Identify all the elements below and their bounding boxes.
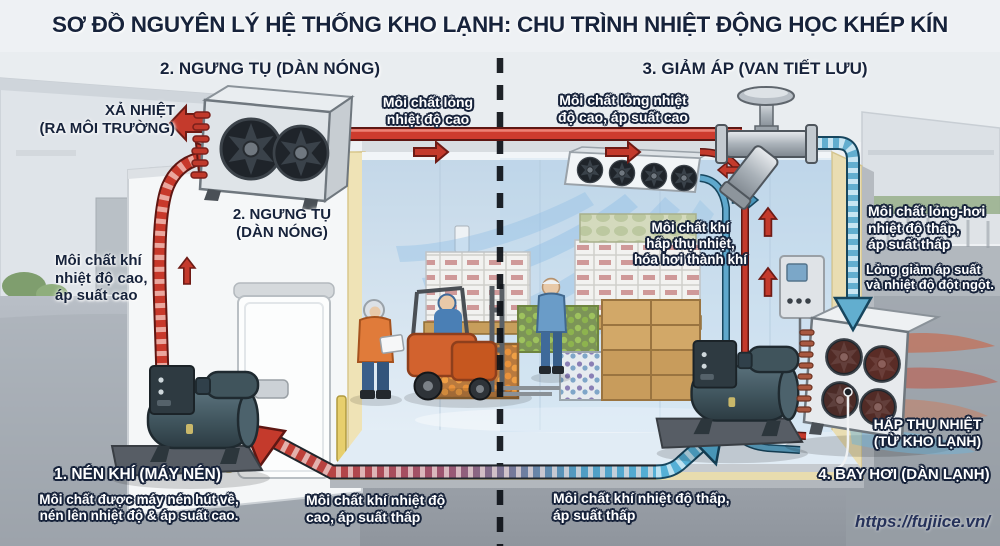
bollard bbox=[336, 395, 347, 463]
arrow-cold-down bbox=[832, 296, 874, 333]
forklift-driver bbox=[437, 293, 457, 313]
label-absorb-heat: HẤP THỤ NHIỆT (TỪ KHO LẠNH) bbox=[873, 416, 982, 449]
label-vapor-absorbs: Môi chất khí hấp thụ nhiệt, hóa hơi thàn… bbox=[633, 220, 748, 267]
heading-condensation: 2. NGƯNG TỤ (DÀN NÓNG) bbox=[160, 59, 380, 78]
label-gas-hot-lp: Môi chất khí nhiệt độ cao, áp suất thấp bbox=[306, 492, 446, 525]
label-pointer-line bbox=[837, 394, 850, 470]
clipboard bbox=[379, 334, 405, 354]
exchanger-coil bbox=[796, 329, 815, 413]
label-hot-liquid: Môi chất lỏng nhiệt độ cao bbox=[382, 94, 474, 127]
evaporator-heat-exchanger-unit bbox=[785, 302, 998, 470]
label-condenser-unit: 2. NGƯNG TỤ (DÀN NÓNG) bbox=[232, 206, 332, 241]
panel-screen bbox=[786, 263, 808, 282]
label-hot-gas: Môi chất khí nhiệt độ cao, áp suất cao bbox=[55, 252, 148, 305]
worker-with-clipboard bbox=[350, 299, 405, 406]
label-hot-liquid-hp: Môi chất lỏng nhiệt độ cao, áp suất cao bbox=[558, 92, 688, 125]
diagram-title: SƠ ĐỒ NGUYÊN LÝ HỆ THỐNG KHO LẠNH: CHU T… bbox=[52, 12, 948, 37]
label-sudden-drop: Lỏng giảm áp suất và nhiệt độ đột ngột. bbox=[866, 262, 994, 293]
label-heat-reject: XẢ NHIỆT (RA MÔI TRƯỜNG) bbox=[39, 102, 176, 137]
condenser-unit bbox=[190, 84, 355, 210]
heading-compression: 1. NÉN KHÍ (MÁY NÉN) bbox=[54, 466, 221, 483]
pipe-expansion-cold bbox=[806, 136, 874, 333]
label-compression-desc: Môi chất được máy nén hút về, nén lên nh… bbox=[39, 492, 239, 523]
compressor-unit-left bbox=[110, 364, 270, 489]
expansion-valve bbox=[715, 86, 818, 210]
wooden-crates bbox=[601, 299, 701, 401]
label-gas-cold-lp: Môi chất khí nhiệt độ thấp, áp suất thấp bbox=[553, 490, 730, 523]
worker-right bbox=[531, 277, 571, 383]
heading-expansion: 3. GIẢM ÁP (VAN TIẾT LƯU) bbox=[642, 59, 868, 78]
pipe-hot-liquid-main bbox=[318, 127, 742, 163]
label-low-temp-mix: Môi chất lỏng-hơi nhiệt độ thấp, áp suất… bbox=[868, 203, 986, 253]
website-link[interactable]: https://fujiice.vn/ bbox=[854, 512, 990, 531]
forklift bbox=[404, 284, 560, 408]
condenser-coil bbox=[190, 111, 211, 179]
background-building-right bbox=[860, 111, 1000, 248]
control-panel bbox=[779, 255, 825, 352]
heading-evaporation: 4. BAY HƠI (DÀN LẠNH) bbox=[818, 466, 990, 483]
compressor-unit-right bbox=[655, 339, 808, 464]
